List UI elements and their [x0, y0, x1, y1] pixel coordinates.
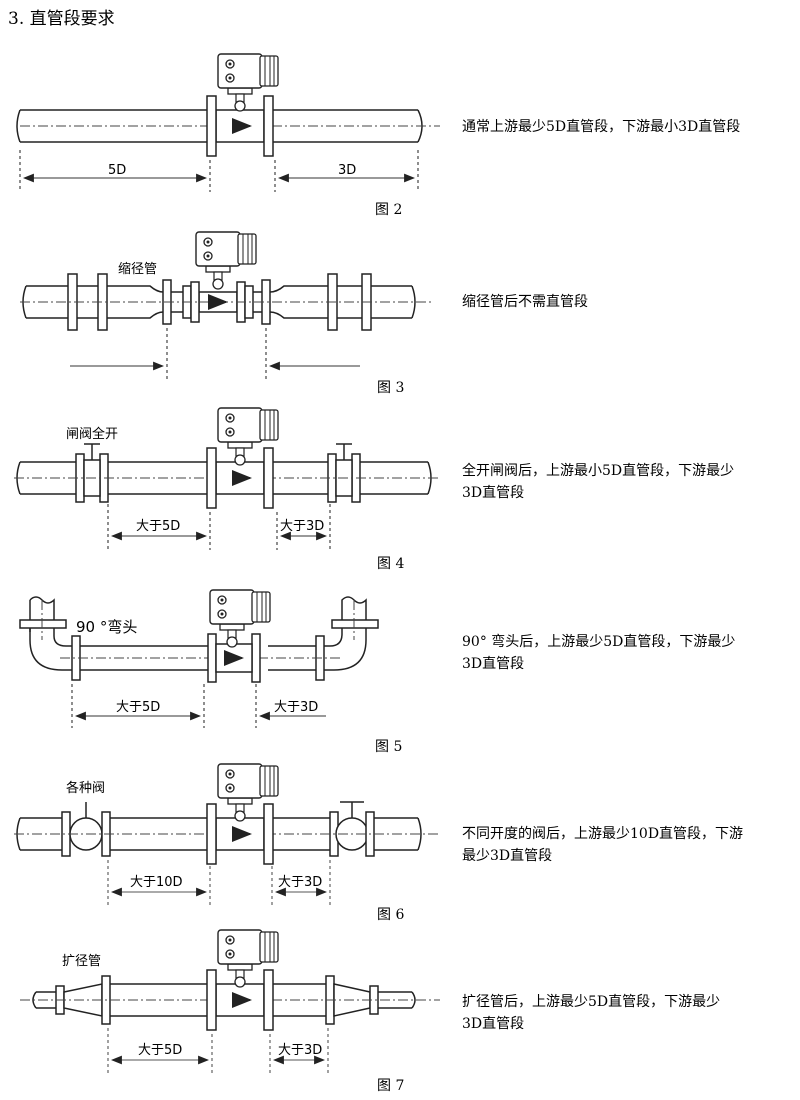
figure-description-line-1: 不同开度的阀后，上游最少10D直管段，下游 — [462, 825, 743, 842]
pipe-run — [16, 109, 423, 143]
figure-caption: 图 6 — [377, 907, 404, 923]
upstream-dimension-label: 大于10D — [130, 875, 183, 890]
figure-caption: 图 4 — [377, 556, 404, 572]
figure-description-line-2: 最少3D直管段 — [462, 847, 552, 864]
downstream-dimension-label: 大于3D — [280, 519, 324, 534]
component-label: 90 °弯头 — [76, 618, 137, 636]
figure-description-line-1: 90° 弯头后，上游最少5D直管段，下游最少 — [462, 633, 735, 650]
figure-caption: 图 3 — [377, 380, 404, 396]
upstream-dimension-label: 大于5D — [116, 700, 160, 715]
figure-caption: 图 7 — [377, 1078, 404, 1094]
figure-7: 扩径管 大于5D 大于3D 扩径管后，上游最少5D直管段，下游最少 3D直管段 … — [20, 929, 720, 1094]
component-label: 各种阀 — [66, 780, 105, 796]
figure-caption: 图 2 — [375, 202, 402, 218]
section-title: 3. 直管段要求 — [8, 9, 115, 29]
dimension-lines — [71, 684, 326, 728]
figure-caption: 图 5 — [375, 739, 402, 755]
dimension-lines — [107, 1028, 329, 1074]
figure-description-line-2: 3D直管段 — [462, 655, 524, 672]
dimension-lines — [19, 150, 419, 192]
figure-6: 各种阀 大于10D 大于3D 不同开度的阀后，上游最少10D直管段，下游 最少3… — [14, 763, 743, 923]
figure-3: 缩径管 缩径管后不需直管段 图 3 — [20, 231, 588, 396]
component-label: 闸阀全开 — [66, 426, 118, 442]
component-label: 扩径管 — [62, 954, 101, 969]
component-label: 缩径管 — [118, 261, 157, 277]
figure-description-line-1: 缩径管后不需直管段 — [462, 293, 588, 310]
downstream-dimension-label: 大于3D — [274, 700, 318, 715]
upstream-dimension-label: 大于5D — [138, 1043, 182, 1058]
figure-description-line-1: 通常上游最少5D直管段，下游最小3D直管段 — [462, 118, 740, 135]
figure-description-line-2: 3D直管段 — [462, 1015, 524, 1032]
figure-description-line-1: 扩径管后，上游最少5D直管段，下游最少 — [462, 993, 720, 1010]
downstream-dimension-label: 大于3D — [278, 1043, 322, 1058]
figure-description-line-2: 3D直管段 — [462, 484, 524, 501]
flowmeter-transmitter — [195, 231, 257, 290]
dimension-lines — [70, 328, 360, 380]
downstream-dimension-label: 大于3D — [278, 875, 322, 890]
upstream-dimension-label: 5D — [108, 163, 126, 178]
figure-description-line-1: 全开闸阀后，上游最小5D直管段，下游最少 — [462, 462, 734, 479]
downstream-dimension-label: 3D — [338, 163, 356, 178]
figure-2: 5D 3D 通常上游最少5D直管段，下游最小3D直管段 图 2 — [16, 53, 740, 218]
figure-5: 90 °弯头 大于5D 大于3D 90° 弯头后，上游最少5D直管段，下游最少 … — [19, 589, 735, 755]
dimension-lines — [107, 504, 331, 550]
dimension-lines — [107, 860, 331, 906]
flowmeter-transmitter — [209, 589, 271, 648]
figure-4: 闸阀全开 大于5D 大于3D 全开闸阀后，上游最小5D直管段，下游最少 3D直管… — [14, 407, 734, 572]
pipe-run — [19, 596, 379, 681]
flowmeter-body — [207, 633, 261, 683]
upstream-dimension-label: 大于5D — [136, 519, 180, 534]
